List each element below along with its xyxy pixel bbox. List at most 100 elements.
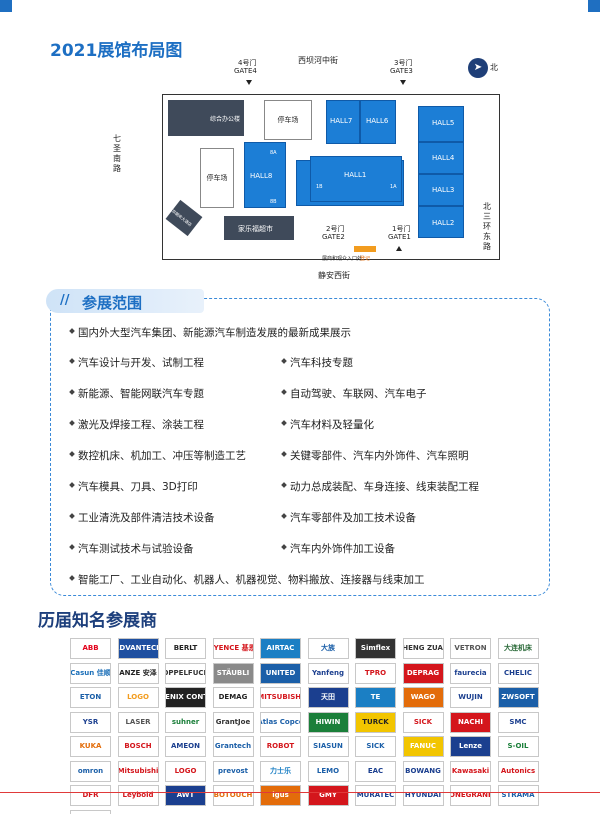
- exhibitor-logo: HYUNDAI: [402, 785, 444, 806]
- hall1-label: HALL1: [344, 171, 367, 179]
- hall2-label: HALL2: [432, 219, 455, 227]
- exhibitor-logo: Leybold: [117, 785, 159, 806]
- supermarket-label: 家乐福超市: [238, 225, 273, 233]
- exhibitor-logo: ANZE 安泽: [117, 662, 159, 684]
- exhibitor-logo: GrantJoe: [212, 711, 254, 733]
- gate3-label-cn: 3号门: [394, 59, 413, 67]
- exhibitor-logo: igus: [260, 785, 301, 806]
- hall6-label: HALL6: [366, 117, 389, 125]
- entrance-label: 展商和观众入口处: [322, 256, 363, 262]
- hall8b-label: 8B: [270, 199, 277, 205]
- exhibitor-logo: AWT: [165, 785, 206, 806]
- exhibitor-logo: DEPRAG: [402, 662, 444, 684]
- bullet-icon: [281, 482, 287, 488]
- exhibitor-logo: Grantech: [212, 736, 254, 757]
- bullet-icon: [69, 451, 75, 457]
- bullet-icon: [69, 482, 75, 488]
- hall8-label: HALL8: [250, 172, 273, 180]
- exhibitor-logo: WAGO: [402, 687, 444, 708]
- office-building: [168, 100, 244, 136]
- exhibitor-logo: EAC: [355, 760, 396, 782]
- gate3-arrow-icon: [400, 80, 406, 85]
- exhibitor-logo: HOSTAR: [70, 809, 111, 814]
- exhibitor-logo: SICK: [402, 711, 444, 733]
- hall3: [418, 174, 464, 206]
- bullet-icon: [281, 451, 287, 457]
- registration-area: [354, 246, 376, 252]
- north-compass-icon: ➤: [468, 58, 488, 78]
- exhibitor-logo: CHELIC: [497, 662, 539, 684]
- scope-item: 汽车科技专题: [281, 355, 353, 370]
- bullet-icon: [69, 513, 75, 519]
- north-road-label: 西坝河中街: [298, 56, 338, 65]
- exhibitor-logo: faurecia: [450, 662, 491, 684]
- exhibitor-logo: BOWANG: [402, 760, 444, 782]
- exhibitor-logo: ZHENG ZUAN: [402, 638, 444, 659]
- bullet-icon: [281, 389, 287, 395]
- gate2-label-en: GATE2: [322, 233, 345, 241]
- hall3-label: HALL3: [432, 186, 455, 194]
- exhibitor-logo: ROBOT: [260, 736, 301, 757]
- exhibitor-logo: TURCK: [355, 711, 396, 733]
- exhibitor-logo: GMY: [307, 785, 349, 806]
- scope-item: 关键零部件、汽车内外饰件、汽车照明: [281, 448, 469, 463]
- exhibitors-title: 历届知名参展商: [38, 611, 157, 631]
- exhibitor-logo: prevost: [212, 760, 254, 782]
- hall6: [360, 100, 396, 144]
- exhibitor-logo: KUKA: [70, 736, 111, 757]
- hall1a-label: 1A: [390, 184, 397, 190]
- exhibitor-logo: STRAMA: [497, 785, 539, 806]
- exhibitor-logo: WUJIN: [450, 687, 491, 708]
- exhibitor-logo: 大族: [307, 638, 349, 659]
- parking-left: 停车场: [200, 148, 234, 208]
- gate1-label-cn: 1号门: [392, 225, 411, 233]
- gate4-arrow-icon: [246, 80, 252, 85]
- registration-label: 登记: [360, 256, 371, 262]
- parking-top: 停车场: [264, 100, 312, 140]
- exhibitor-logo: 大连机床: [497, 638, 539, 659]
- scope-item: 汽车测试技术与试验设备: [69, 541, 194, 556]
- scope-item: 汽车模具、刀具、3D打印: [69, 479, 198, 494]
- exhibitor-logo: PHOENIX CONTACT: [165, 687, 206, 708]
- exhibitor-logo: MITSUBISHI: [260, 687, 301, 708]
- gate3-label-en: GATE3: [390, 67, 413, 75]
- exhibitor-logo: BOSCH: [117, 736, 159, 757]
- east-road-label: 北三环东路: [483, 202, 491, 251]
- exhibitor-logo: FANUC: [402, 736, 444, 757]
- exhibitor-logo: ADVANTECH: [117, 638, 159, 659]
- exhibitor-logo: Lenze: [450, 736, 491, 757]
- exhibitor-logo: TE: [355, 687, 396, 708]
- exhibitor-logo: SICK: [355, 736, 396, 757]
- hall4-label: HALL4: [432, 154, 455, 162]
- exhibitor-logo: HIWIN: [307, 711, 349, 733]
- bullet-icon: [69, 328, 75, 334]
- venue-outline: [162, 94, 500, 260]
- hall1b-label: 1B: [316, 184, 323, 190]
- scope-box: [50, 298, 550, 596]
- exhibitor-logo: HOPPELFUCHS: [165, 662, 206, 684]
- bullet-icon: [69, 358, 75, 364]
- scope-item: 汽车内外饰件加工设备: [281, 541, 395, 556]
- exhibitor-logo: LOGO: [117, 687, 159, 708]
- gate1-label-en: GATE1: [388, 233, 411, 241]
- gate1-arrow-icon: [396, 246, 402, 251]
- exhibitor-logo: YSR: [70, 711, 111, 733]
- exhibitor-logo: Autonics: [497, 760, 539, 782]
- exhibitor-logo: AMEON: [165, 736, 206, 757]
- exhibitor-logo: ZWSOFT: [497, 687, 539, 708]
- corner-decoration: [0, 0, 12, 12]
- west-road-label: 七圣南路: [113, 134, 121, 173]
- exhibitor-logo: TPRO: [355, 662, 396, 684]
- scope-tag: // 参展范围: [46, 289, 204, 313]
- exhibitor-logo: BOTOUCH: [212, 785, 254, 806]
- bullet-icon: [281, 420, 287, 426]
- exhibitor-logo: BERLT: [165, 638, 206, 659]
- scope-item: 汽车材料及轻量化: [281, 417, 374, 432]
- hall1: [310, 156, 402, 202]
- bullet-icon: [281, 544, 287, 550]
- exhibitor-logo: Casun 佳顺: [70, 662, 111, 684]
- exhibitor-logo: Simflex: [355, 638, 396, 659]
- exhibitor-logo: LOGO: [165, 760, 206, 782]
- office-label: 综合办公楼: [210, 116, 241, 123]
